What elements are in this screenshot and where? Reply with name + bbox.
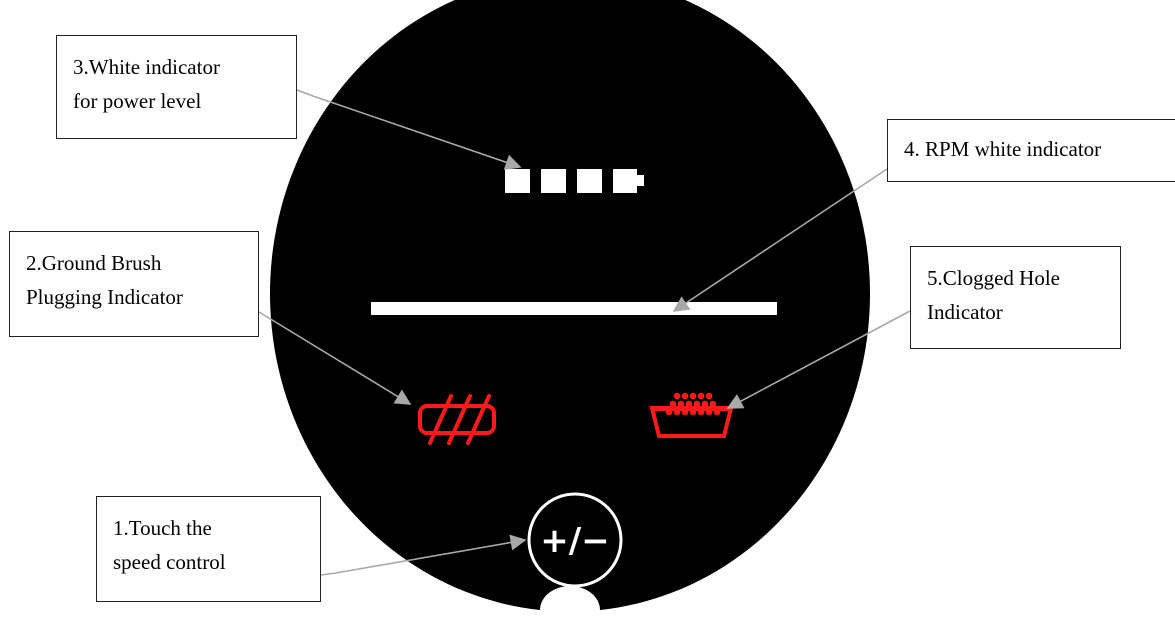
leader-line-power: [296, 89, 522, 170]
callout-power-level: 3.White indicator for power level: [56, 35, 297, 139]
callout-touch-line1: 1.Touch the: [113, 516, 212, 540]
clogged-hole-icon: [649, 392, 734, 438]
callout-brush-line2: Plugging Indicator: [26, 285, 183, 309]
power-segment-3: [577, 169, 602, 193]
callout-clog-line1: 5.Clogged Hole: [927, 266, 1060, 290]
callout-power-level-line2: for power level: [73, 89, 202, 113]
callout-touch-line2: speed control: [113, 550, 226, 574]
leader-line-brush: [258, 311, 412, 405]
callout-clogged-hole: 5.Clogged Hole Indicator: [910, 246, 1121, 349]
callout-rpm-line1: 4. RPM white indicator: [904, 137, 1102, 161]
power-level-indicator: [505, 169, 644, 193]
callout-ground-brush-plugging: 2.Ground Brush Plugging Indicator: [9, 231, 259, 337]
callout-clog-line2: Indicator: [927, 300, 1003, 324]
leader-line-rpm: [672, 168, 888, 312]
rpm-indicator-bar: [371, 302, 777, 315]
speed-control-button[interactable]: +/−: [527, 492, 623, 588]
leader-line-touch: [320, 534, 527, 576]
ground-brush-plugging-icon: [418, 394, 496, 445]
callout-touch-speed-control: 1.Touch the speed control: [96, 496, 321, 602]
battery-terminal: [637, 175, 644, 186]
power-segment-4: [613, 169, 637, 193]
callout-brush-line1: 2.Ground Brush: [26, 251, 162, 275]
leader-lines: [258, 89, 911, 576]
power-segment-2: [541, 169, 566, 193]
callout-rpm-indicator: 4. RPM white indicator: [887, 119, 1175, 182]
leader-line-clog: [726, 310, 911, 409]
callout-power-level-line1: 3.White indicator: [73, 55, 220, 79]
speed-control-symbol: +/−: [540, 521, 609, 561]
power-segment-1: [505, 169, 530, 193]
